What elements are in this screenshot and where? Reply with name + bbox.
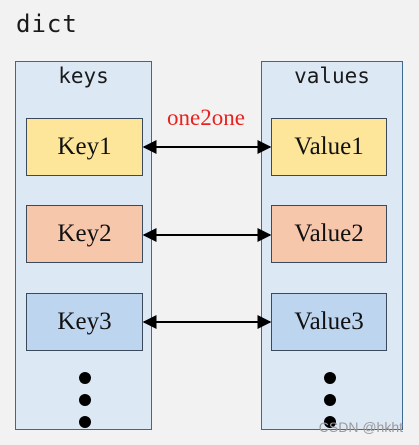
value-box-3: Value3 [271,293,387,351]
values-column-label: values [294,64,370,88]
ellipsis-dot-icon [79,372,91,384]
value-box-2: Value2 [271,205,387,263]
key-box-2: Key2 [26,205,143,263]
watermark-text: CSDN @hkht [318,419,403,435]
ellipsis-dot-icon [79,416,91,428]
ellipsis-dot-icon [79,394,91,406]
ellipsis-dot-icon [324,394,336,406]
value-box-1: Value1 [271,118,387,176]
key-box-3: Key3 [26,293,143,351]
relation-label: one2one [167,105,245,130]
ellipsis-dot-icon [324,416,336,428]
diagram-title: dict [16,10,78,38]
ellipsis-dot-icon [324,372,336,384]
key-box-1: Key1 [26,118,143,176]
keys-column-label: keys [58,64,109,88]
